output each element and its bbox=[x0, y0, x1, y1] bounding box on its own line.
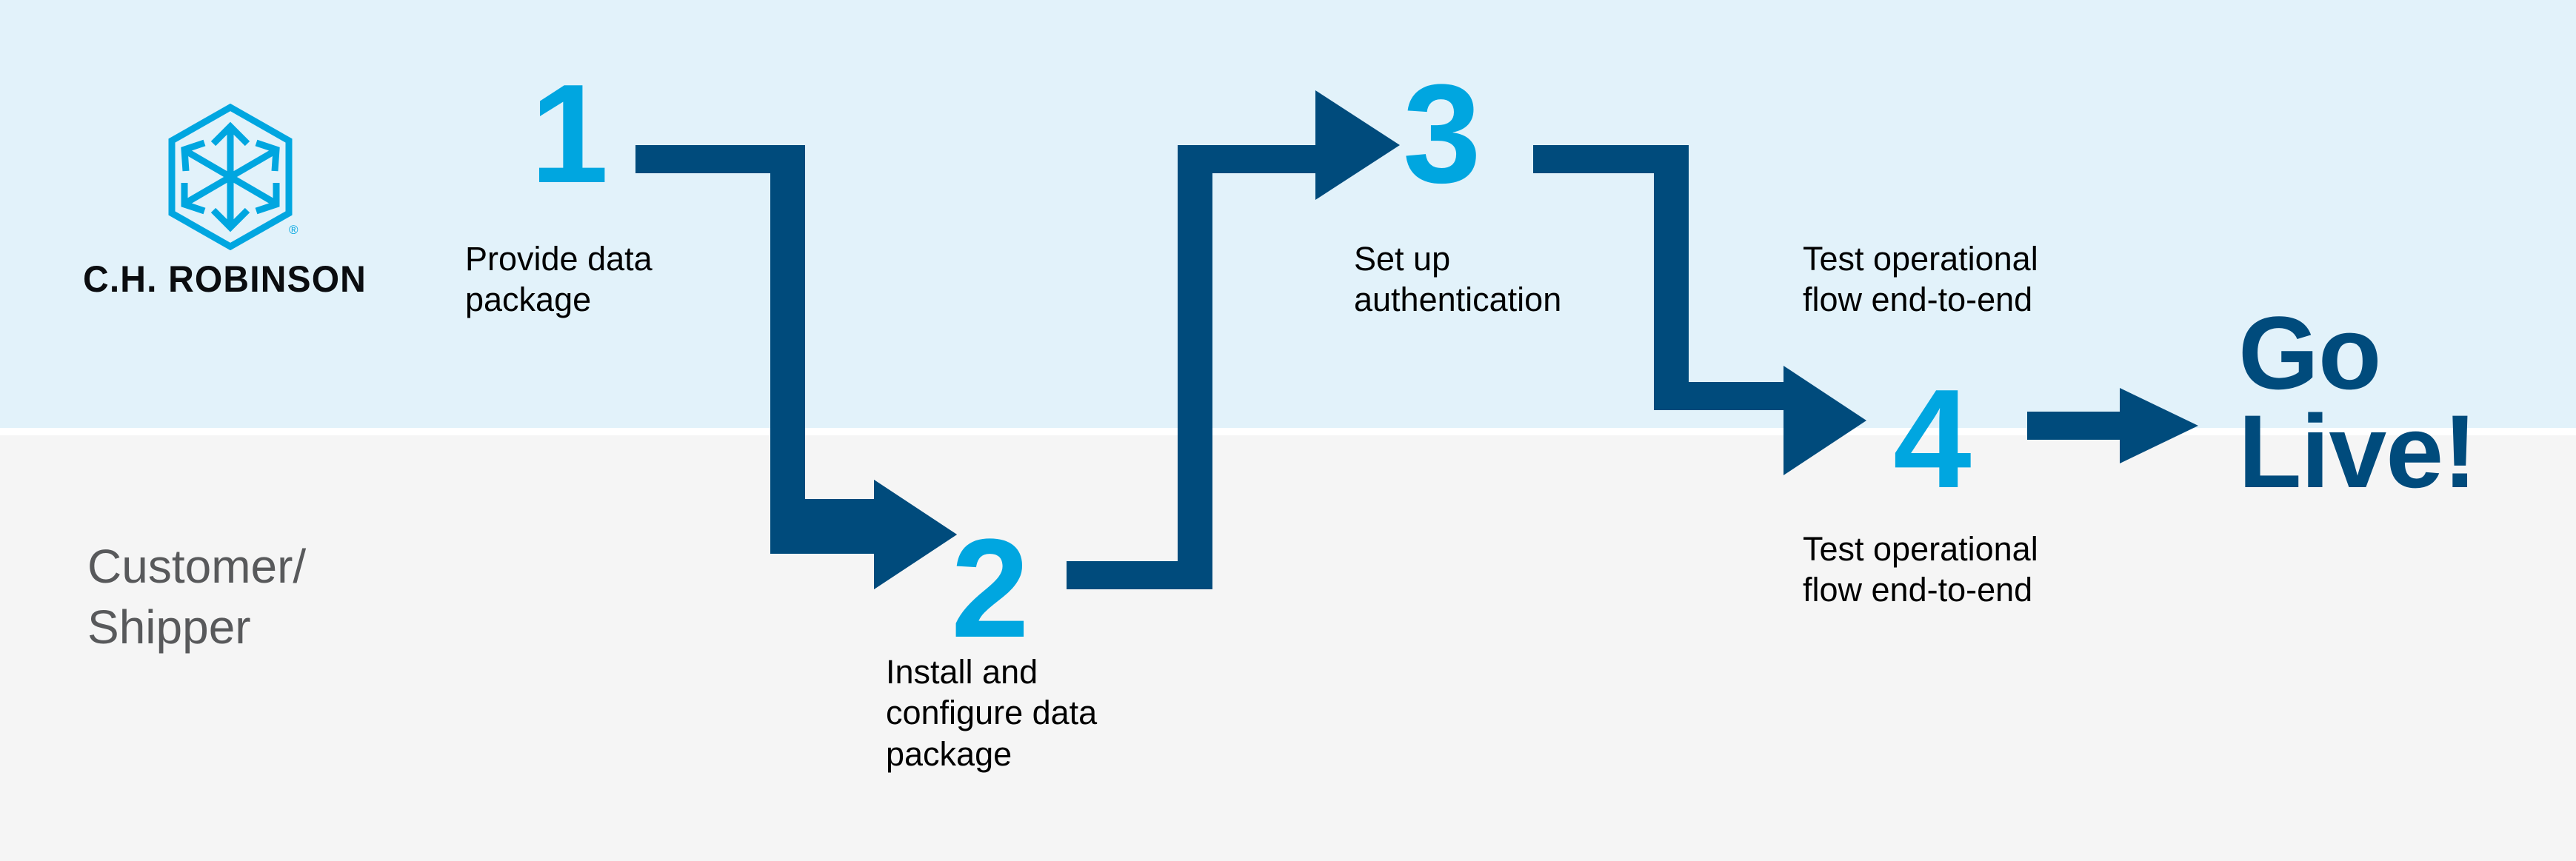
chr-cube-hexagon-logo bbox=[168, 104, 293, 250]
step-caption-4-above: Test operational flow end-to-end bbox=[1803, 240, 2038, 319]
lane-band-top bbox=[0, 0, 2576, 428]
step-caption-1: Provide data package bbox=[465, 240, 653, 319]
step-number-1: 1 bbox=[530, 56, 609, 212]
step-number-3: 3 bbox=[1403, 56, 1481, 212]
registered-trademark-icon: ® bbox=[289, 223, 298, 237]
step-caption-2: Install and configure data package bbox=[886, 653, 1098, 773]
lane-band-bottom bbox=[0, 435, 2576, 861]
outcome-go-live: Go Live! bbox=[2238, 295, 2477, 509]
brand-logo: ® C.H. ROBINSON bbox=[83, 104, 379, 304]
step-number-2: 2 bbox=[951, 510, 1030, 667]
step-caption-4-below: Test operational flow end-to-end bbox=[1803, 530, 2038, 609]
brand-wordmark: C.H. ROBINSON bbox=[83, 258, 367, 300]
lane-label-customer-shipper: Customer/ Shipper bbox=[87, 540, 307, 654]
step-caption-3: Set up authentication bbox=[1354, 240, 1562, 319]
step-number-4: 4 bbox=[1893, 361, 1972, 517]
